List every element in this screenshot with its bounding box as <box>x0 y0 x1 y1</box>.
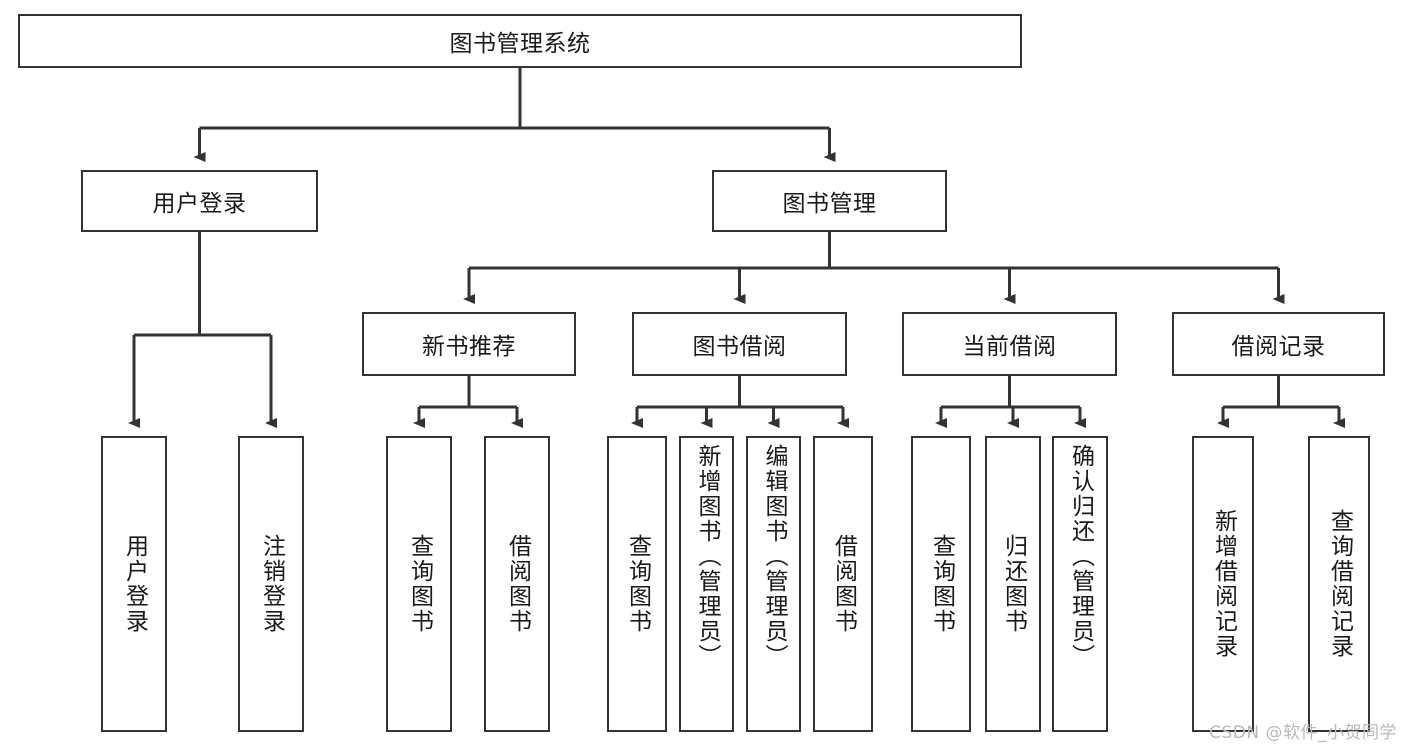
node-leaf-borrow-book-1[interactable]: 借阅图书 <box>484 436 550 732</box>
node-leaf-borrow-book-2[interactable]: 借阅图书 <box>813 436 873 732</box>
node-label: 归还图书 <box>1000 534 1027 634</box>
node-label: 用户登录 <box>152 191 247 217</box>
node-leaf-query-borrow-rec[interactable]: 查询借阅记录 <box>1308 436 1370 732</box>
node-user-login[interactable]: 用户登录 <box>81 170 318 232</box>
node-leaf-add-borrow-rec[interactable]: 新增借阅记录 <box>1192 436 1254 732</box>
node-label: 新书推荐 <box>422 334 516 360</box>
node-label: 查询图书 <box>406 534 433 634</box>
node-label: 当前借阅 <box>962 334 1057 360</box>
node-leaf-user-login[interactable]: 用户登录 <box>101 436 167 732</box>
node-label: 图书管理系统 <box>449 31 591 57</box>
node-label: 查询图书 <box>928 534 955 634</box>
node-leaf-return-book[interactable]: 归还图书 <box>985 436 1041 732</box>
node-label: 借阅记录 <box>1231 334 1326 360</box>
node-leaf-query-book-2[interactable]: 查询图书 <box>607 436 667 732</box>
node-leaf-add-book-admin[interactable]: 新增图书（管理员） <box>679 436 734 732</box>
node-label: 借阅图书 <box>504 534 531 634</box>
node-leaf-edit-book-admin[interactable]: 编辑图书（管理员） <box>746 436 801 732</box>
node-label: 确认归还（管理员） <box>1067 444 1094 669</box>
node-label: 用户登录 <box>121 534 148 634</box>
node-label: 注销登录 <box>258 534 285 634</box>
node-book-manage[interactable]: 图书管理 <box>712 170 947 232</box>
node-label: 图书借阅 <box>692 334 787 360</box>
watermark: CSDN @软件_小贺同学 <box>1209 723 1397 743</box>
node-leaf-query-book-3[interactable]: 查询图书 <box>911 436 971 732</box>
node-label: 编辑图书（管理员） <box>761 444 787 669</box>
node-current-borrow[interactable]: 当前借阅 <box>902 312 1117 376</box>
node-new-book-recommend[interactable]: 新书推荐 <box>362 312 576 376</box>
node-label: 借阅图书 <box>830 534 857 634</box>
node-label: 查询借阅记录 <box>1326 509 1353 659</box>
node-label: 新增图书（管理员） <box>694 444 720 669</box>
node-leaf-query-book-1[interactable]: 查询图书 <box>386 436 452 732</box>
node-label: 图书管理 <box>782 191 877 217</box>
node-root[interactable]: 图书管理系统 <box>18 14 1022 68</box>
node-leaf-logout-login[interactable]: 注销登录 <box>238 436 304 732</box>
node-borrow-record[interactable]: 借阅记录 <box>1172 312 1385 376</box>
node-label: 新增借阅记录 <box>1210 509 1237 659</box>
node-leaf-confirm-return[interactable]: 确认归还（管理员） <box>1052 436 1108 732</box>
node-book-borrow[interactable]: 图书借阅 <box>632 312 847 376</box>
node-label: 查询图书 <box>624 534 651 634</box>
